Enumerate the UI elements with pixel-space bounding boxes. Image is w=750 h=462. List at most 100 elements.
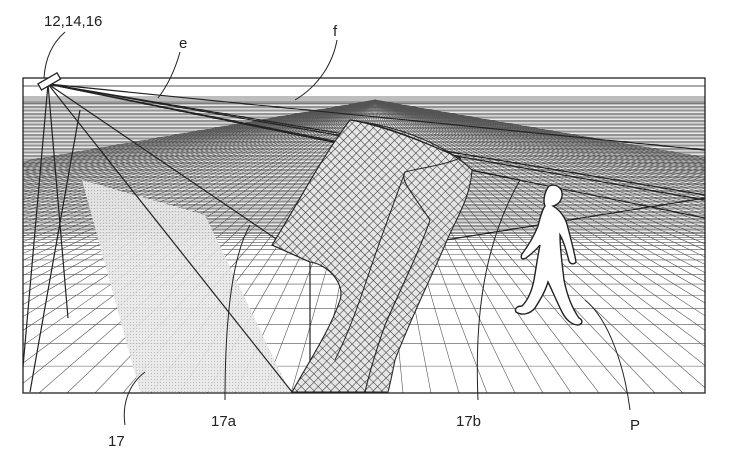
grid-ray [23,99,376,191]
grid-ray [23,99,376,261]
grid-ray [23,99,376,209]
grid-ray [374,99,705,197]
grid-ray [23,99,376,183]
grid-ray [374,99,705,293]
walking-person-icon [514,184,583,326]
grid-ray [374,99,705,189]
grid-ray [374,99,705,265]
grid-ray [374,99,705,245]
grid-ray [374,99,705,304]
projection-screen [271,119,473,393]
grid-ray [374,99,705,159]
screen-back-face [349,119,473,393]
grid-ray [23,99,376,206]
grid-ray [374,99,705,283]
grid-ray [374,99,705,317]
label-p: P [630,417,640,434]
grid-ray [23,99,376,176]
label-17a: 17a [211,413,237,430]
grid-ray [374,99,705,220]
grid-ray [23,99,376,174]
grid-ray [23,99,376,173]
grid-ray [23,99,376,181]
grid-ray [23,99,376,170]
grid-ray [23,99,376,162]
grid-ray [374,99,705,174]
grid-ray [374,99,705,209]
grid-ray [374,99,705,239]
grid-ray [23,99,376,220]
grid-ray [23,99,376,254]
grid-ray [23,99,376,168]
label-17: 17 [108,433,125,450]
grid-ray [374,99,705,205]
grid-ray [374,99,705,199]
grid-ray [374,99,705,158]
grid-ray [374,99,705,273]
label-device: 12,14,16 [44,13,102,30]
grid-ray [23,99,376,248]
grid-ray [374,99,705,185]
grid-ray [374,99,705,229]
grid-ray [23,99,376,186]
grid-ray [374,99,705,171]
grid-ray [23,99,376,237]
grid-ray [374,99,705,179]
grid-ray [374,99,705,331]
grid-ray [374,99,705,181]
grid-ray [23,99,376,268]
scene-frame [22,77,706,394]
grid-ray [374,99,705,165]
grid-ray [23,99,376,198]
grid-ray [374,99,705,183]
grid-ray [374,99,705,192]
grid-ray [374,99,705,164]
grid-ray [23,99,376,165]
device-icon [37,72,62,91]
grid-ray [23,99,376,172]
grid-ray [374,99,705,224]
grid-ray [374,99,705,162]
grid-ray [374,99,705,187]
grid-ray [23,99,376,232]
grid-ray [374,99,705,167]
horizon-band [23,96,705,104]
grid-ray [23,99,376,242]
screen-inner-fold [334,171,406,361]
grid-ray [23,99,376,276]
grid-ray [23,99,376,178]
grid-ray [374,99,705,170]
grid-ray [374,99,705,194]
grid-ray [374,99,705,258]
label-f: f [333,23,338,40]
grid-ray [23,99,376,285]
grid-ray [23,99,376,195]
grid-ray [374,99,705,234]
grid-ray [23,99,376,169]
grid-ray [374,99,705,161]
grid-ray [23,99,376,203]
grid-ray [66,99,376,393]
grid-ray [23,99,376,228]
grid-ray [374,99,705,216]
label-17b: 17b [456,413,481,430]
grid-ray [374,99,705,202]
grid-ray [374,99,705,251]
grid-ray [23,99,376,216]
grid-ray [374,99,705,173]
grid-ray [374,99,705,178]
leader-lines [43,31,631,426]
grid-ray [374,99,705,160]
grid-ray [374,99,705,166]
grid-ray [23,99,376,212]
grid-ray [23,99,376,167]
grid-ray [23,99,376,164]
grid-ray [23,99,376,179]
grid-ray [23,99,376,189]
grid-ray [374,99,705,169]
grid-ray [374,99,705,176]
label-e: e [179,35,187,52]
grid-ray [23,99,376,224]
grid-ray [374,99,705,212]
